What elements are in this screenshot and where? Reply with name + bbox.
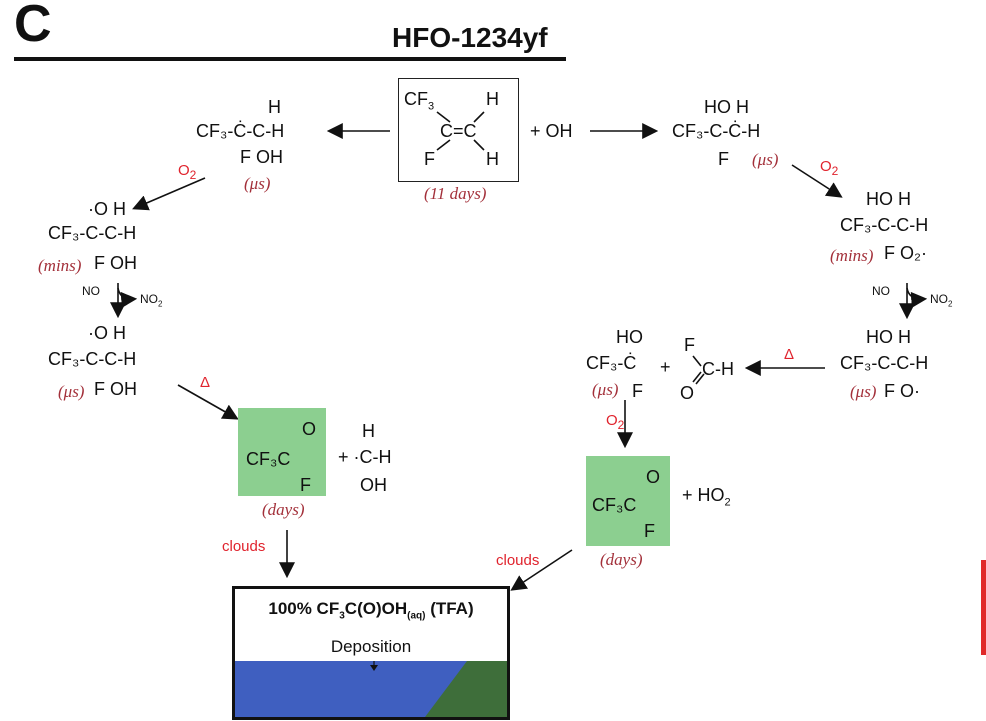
right-product-main: CF₃C [592, 495, 637, 515]
right-r3-main: CF₃-C-C-H [840, 353, 929, 373]
starting-molecule-box [398, 78, 519, 182]
plus-oh-label: + OH [530, 121, 573, 141]
formyl-o: O [680, 383, 695, 403]
left-o2-label: O2 [178, 162, 197, 182]
left-r2-top: ·O H [88, 199, 126, 219]
right-tfaf-highlight [586, 456, 670, 546]
arrow-left-o2 [132, 177, 206, 211]
plus-ho2-label: + HO2 [682, 485, 731, 509]
right-r1-time: (μs) [752, 150, 779, 169]
left-r2-time: (mins) [38, 256, 82, 275]
left-clouds-label: clouds [222, 538, 266, 555]
arrow-left-no2-curve [117, 287, 138, 308]
left-r3-main: CF₃-C-C-H [48, 349, 137, 369]
diagram-title: HFO-1234yf [392, 22, 548, 53]
left-r2-main: CF₃-C-C-H [48, 223, 137, 243]
ocean-land-illustration [235, 661, 507, 717]
start-lifetime: (11 days) [424, 184, 487, 203]
tfa-title: 100% CF3C(O)OH(aq) (TFA) [268, 599, 474, 622]
left-r1-top: H [268, 97, 281, 117]
left-tfaf-highlight [238, 408, 326, 496]
left-r3-bottom: F OH [94, 379, 137, 399]
land [425, 661, 507, 717]
right-no2-label: NO2 [930, 292, 953, 309]
start-f: F [424, 149, 435, 169]
arrow-right-o2 [791, 164, 843, 198]
left-radical-top: H [362, 421, 375, 441]
right-r3-top: HO H [866, 327, 911, 347]
left-radical-bottom: OH [360, 475, 387, 495]
right-r4-main: CF₃-Ċ [586, 353, 637, 373]
left-r3-top: ·O H [88, 323, 126, 343]
right-r3-bottom: F O· [884, 381, 920, 401]
right-delta-label: Δ [784, 346, 795, 363]
start-cf3: CF3 [404, 89, 435, 113]
edge-red-bar [981, 560, 986, 655]
left-delta-label: Δ [200, 374, 211, 391]
left-radical-main: + ·C-H [338, 447, 392, 467]
right-r1-top: HO H [704, 97, 749, 117]
title-underline [14, 57, 566, 61]
right-r4-top: HO [616, 327, 643, 347]
right-clouds-label: clouds [496, 552, 540, 569]
left-r1-time: (μs) [244, 174, 271, 193]
left-product-o: O [302, 419, 317, 439]
start-h1: H [486, 89, 499, 109]
left-product-f: F [300, 475, 311, 495]
right-product-f: F [644, 521, 655, 541]
right-r1-main: CF₃-C-Ċ-H [672, 121, 761, 141]
right-r3-time: (μs) [850, 382, 877, 401]
right-r2-time: (mins) [830, 246, 874, 265]
right-product-time: (days) [600, 550, 643, 569]
right-product-o: O [646, 467, 661, 487]
arrow-left-delta [177, 384, 239, 420]
start-core: C=C [440, 121, 477, 141]
left-r3-time: (μs) [58, 382, 85, 401]
right-plus: + [660, 357, 671, 377]
right-r4-bottom: F [632, 381, 643, 401]
right-o2-label: O2 [820, 158, 839, 178]
left-r1-bottom: F OH [240, 147, 283, 167]
formyl-f: F [684, 335, 695, 355]
right-r4-time: (μs) [592, 380, 619, 399]
left-no2-label: NO2 [140, 292, 163, 309]
left-product-main: CF₃C [246, 449, 291, 469]
arrow-right-clouds [510, 549, 573, 591]
arrow-right-no2-curve [906, 287, 928, 308]
right-r1-bottom: F [718, 149, 729, 169]
tfa-deposition-box: 100% CF3C(O)OH(aq) (TFA) Deposition [232, 586, 510, 720]
right-r2-main: CF₃-C-C-H [840, 215, 929, 235]
deposition-label: Deposition [330, 637, 412, 656]
panel-letter: C [14, 0, 52, 53]
left-product-time: (days) [262, 500, 305, 519]
start-h2: H [486, 149, 499, 169]
formyl-main: C-H [702, 359, 734, 379]
left-no-label: NO [82, 284, 100, 298]
right-r2-bottom: F O₂· [884, 243, 927, 263]
left-r2-bottom: F OH [94, 253, 137, 273]
right-o2-down-label: O2 [606, 412, 625, 432]
right-no-label: NO [872, 284, 890, 298]
left-r1-main: CF₃-Ċ-C-H [196, 121, 285, 141]
right-r2-top: HO H [866, 189, 911, 209]
